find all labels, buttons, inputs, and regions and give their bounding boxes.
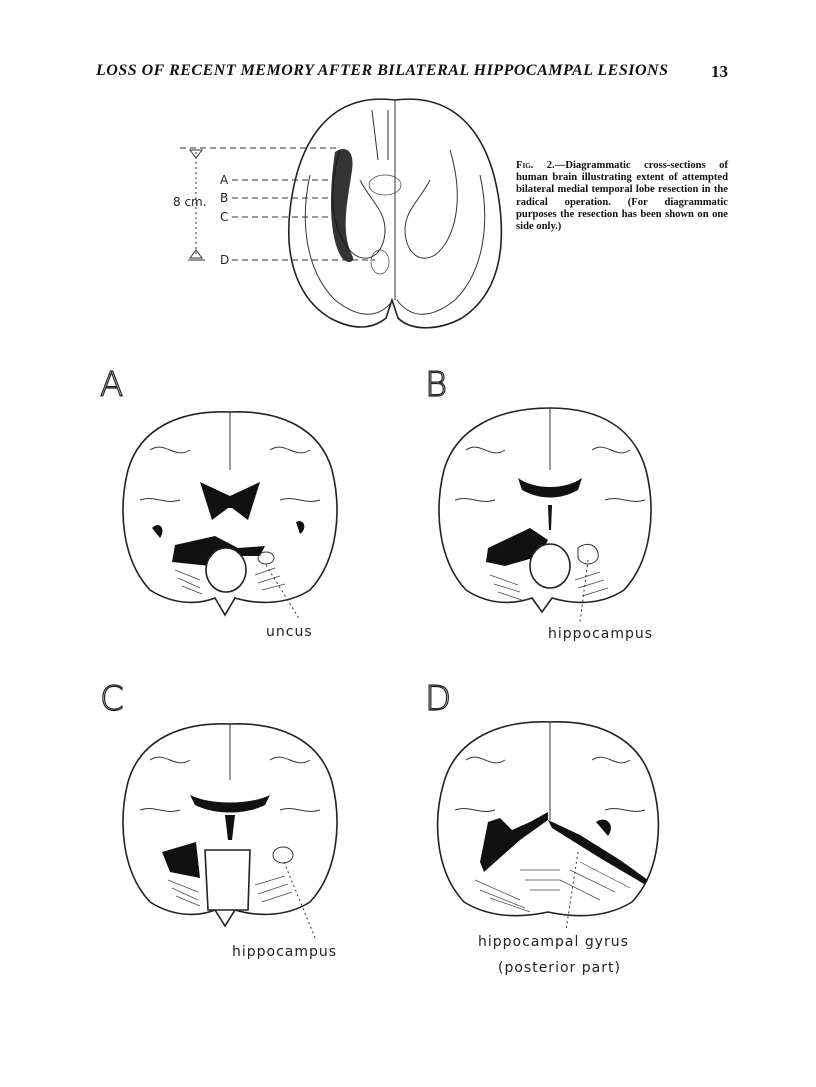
level-label-c: C: [220, 210, 228, 224]
panel-letter-c: C: [100, 679, 124, 719]
coronal-section-d: [436, 721, 660, 931]
annotation-uncus: uncus: [266, 624, 313, 640]
coronal-section-b: [438, 407, 652, 623]
running-head: LOSS OF RECENT MEMORY AFTER BILATERAL HI…: [96, 62, 736, 86]
annotation-hippocampus-c: hippocampus: [232, 944, 337, 960]
coronal-section-c: [122, 723, 338, 941]
figure-caption: Fig. 2.—Diagrammatic cross-sections of h…: [516, 160, 728, 233]
panel-letter-b: B: [425, 365, 447, 405]
level-label-b: B: [220, 191, 228, 205]
brain-basal-view: [287, 98, 503, 329]
panel-letter-a: A: [100, 365, 123, 405]
panel-letter-d: D: [425, 679, 451, 719]
running-title: LOSS OF RECENT MEMORY AFTER BILATERAL HI…: [96, 62, 669, 79]
level-label-d: D: [220, 253, 229, 267]
figure-label: Fig. 2.: [516, 160, 555, 171]
section-level-lines: [180, 147, 375, 261]
annotation-hippocampus-b: hippocampus: [548, 626, 653, 642]
level-label-a: A: [220, 173, 229, 187]
annotation-posterior-part: (posterior part): [498, 960, 621, 976]
scale-label: 8 cm.: [173, 195, 207, 209]
annotation-hippocampal-gyrus: hippocampal gyrus: [478, 934, 629, 950]
coronal-section-a: [122, 411, 338, 621]
caption-text: —Diagrammatic cross-sections of human br…: [516, 160, 728, 233]
page-number: 13: [711, 62, 728, 81]
